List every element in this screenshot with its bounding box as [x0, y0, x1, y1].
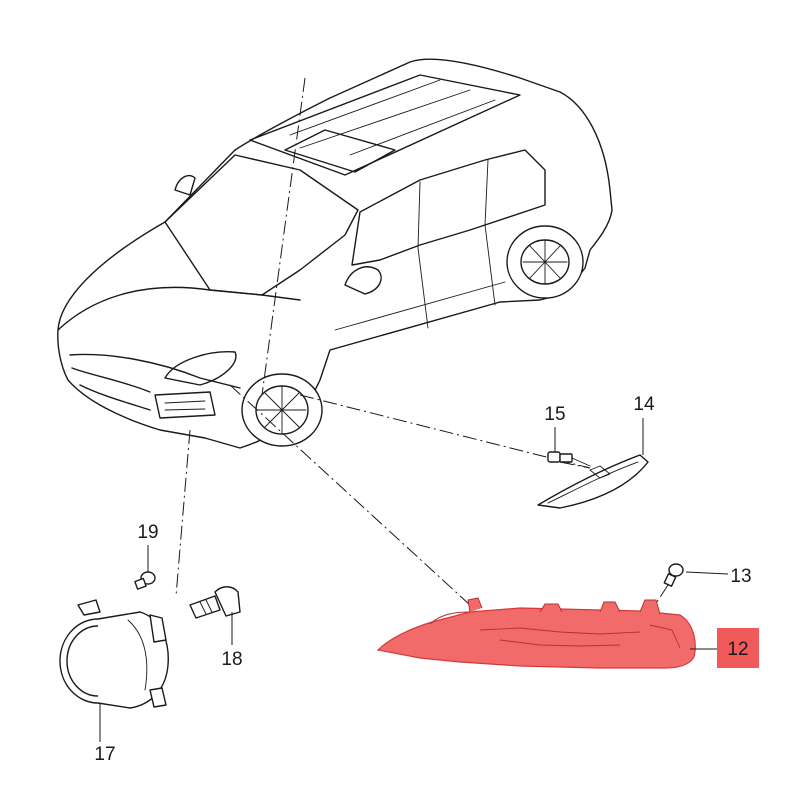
assembly-leader-lines — [175, 77, 591, 606]
callout-14[interactable]: 14 — [633, 394, 655, 415]
callout-19[interactable]: 19 — [137, 522, 158, 543]
callout-15[interactable]: 15 — [544, 404, 565, 425]
callout-17[interactable]: 17 — [94, 744, 115, 765]
callout-12[interactable]: 12 — [727, 639, 748, 660]
reflector-body — [376, 607, 696, 669]
part-19-screw[interactable] — [134, 571, 156, 590]
vehicle-illustration — [57, 58, 613, 449]
callout-13[interactable]: 13 — [730, 566, 751, 587]
part-18-fog-bulb[interactable] — [189, 586, 241, 619]
callout-12-highlight-box — [717, 628, 759, 668]
callout-leaders — [99, 418, 729, 742]
callout-labels: 12 13 14 15 17 18 19 — [94, 394, 751, 765]
callout-18[interactable]: 18 — [221, 649, 242, 670]
part-13-screw[interactable] — [654, 563, 684, 606]
part-14-side-marker[interactable] — [537, 454, 649, 509]
part-17-fog-lamp[interactable] — [59, 599, 169, 709]
part-12-rear-reflector[interactable] — [376, 597, 696, 669]
part-15-bulb-socket[interactable] — [547, 451, 591, 467]
